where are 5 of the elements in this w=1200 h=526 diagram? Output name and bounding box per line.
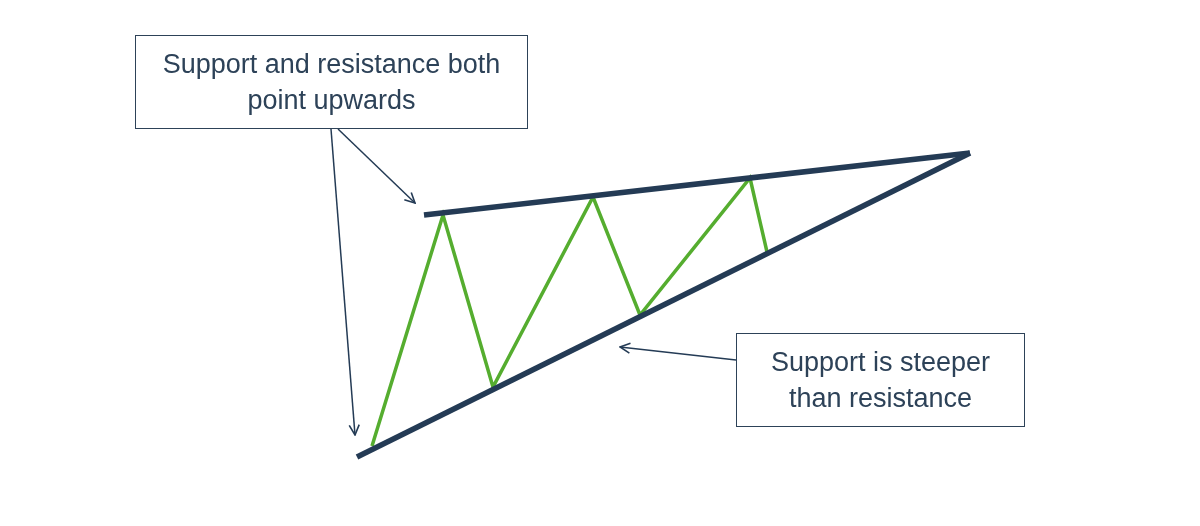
callout-box: Support and resistance both point upwards xyxy=(135,35,528,129)
leader-arrow xyxy=(619,342,737,361)
leader-arrow xyxy=(337,128,416,204)
callout-box: Support is steeper than resistance xyxy=(736,333,1025,427)
leader-arrow xyxy=(330,128,360,436)
